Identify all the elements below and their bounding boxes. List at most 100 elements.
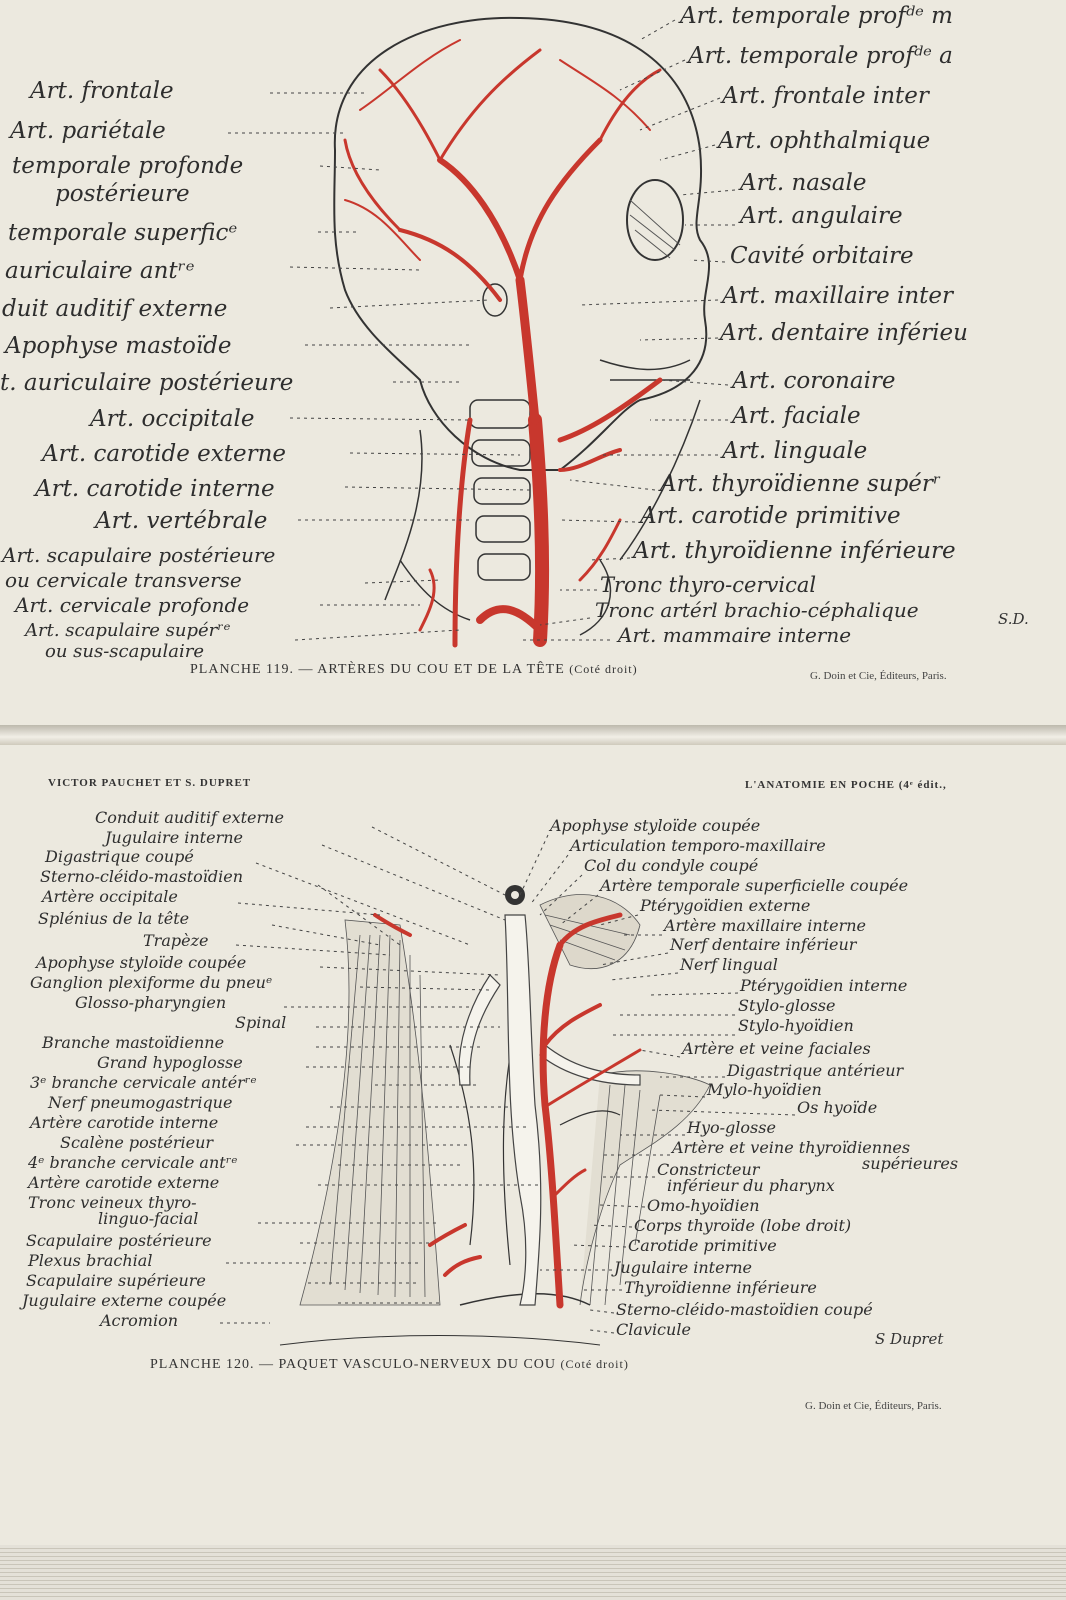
- label-artere-carotide-externe: Artère carotide externe: [28, 1173, 220, 1192]
- label-apophyse-mastoide: Apophyse mastoïde: [5, 333, 232, 359]
- label-conduit-auditif-externe: duit auditif externe: [2, 296, 228, 322]
- label-spinal: Spinal: [235, 1013, 287, 1032]
- label-pterygoidien-externe: Ptérygoïdien externe: [640, 896, 811, 915]
- label-auriculaire-posterieure: t. auriculaire postérieure: [0, 370, 294, 396]
- label-thyroidienne-inferieure: Thyroïdienne inférieure: [624, 1278, 817, 1297]
- running-header-authors: VICTOR PAUCHET ET S. DUPRET: [48, 777, 252, 789]
- label-posterieure: postérieure: [55, 181, 190, 207]
- label-art-faciale: Art. faciale: [732, 403, 861, 429]
- label-nerf-lingual: Nerf lingual: [680, 955, 778, 974]
- label-os-hyoide: Os hyoïde: [797, 1098, 878, 1117]
- label-apophyse-styloide-coupee-right: Apophyse styloïde coupée: [550, 816, 761, 835]
- label-omo-hyoidien: Omo-hyoïdien: [647, 1196, 760, 1215]
- label-acromion: Acromion: [100, 1311, 179, 1330]
- label-artere-occipitale: Artère occipitale: [42, 887, 178, 906]
- label-scalene-posterieur: Scalène postérieur: [60, 1133, 214, 1152]
- label-temporale-profonde: temporale profonde: [12, 153, 244, 179]
- label-inferieur-du-pharynx: inférieur du pharynx: [667, 1176, 835, 1195]
- label-auriculaire-anterieure: auriculaire antʳᵉ: [5, 258, 195, 284]
- label-artere-et-veine-faciales: Artère et veine faciales: [682, 1039, 871, 1058]
- label-art-occipitale: Art. occipitale: [90, 406, 255, 432]
- plate-120-page: VICTOR PAUCHET ET S. DUPRET L'ANATOMIE E…: [0, 745, 1066, 1545]
- label-sus-scapulaire: ou sus-scapulaire: [45, 641, 204, 662]
- plate-120-publisher: G. Doin et Cie, Éditeurs, Paris.: [805, 1400, 942, 1412]
- label-linguo-facial: linguo-facial: [98, 1209, 199, 1228]
- label-art-scapulaire-posterieure: Art. scapulaire postérieure: [2, 543, 276, 567]
- plate-119-page: Art. frontale Art. pariétale temporale p…: [0, 0, 1066, 725]
- label-constricteur: Constricteur: [657, 1160, 760, 1179]
- page-edges: [0, 1545, 1066, 1600]
- label-art-linguale: Art. linguale: [722, 438, 868, 464]
- label-grand-hypoglosse: Grand hypoglosse: [97, 1053, 243, 1072]
- label-artere-carotide-interne: Artère carotide interne: [30, 1113, 219, 1132]
- label-ganglion-plexiforme: Ganglion plexiforme du pneuᵉ: [30, 973, 273, 992]
- label-cervicale-transverse: ou cervicale transverse: [5, 568, 242, 592]
- running-header-title: L'ANATOMIE EN POCHE (4ᵉ édit.,: [745, 779, 947, 791]
- label-tronc-brachio-cephalique: Tronc artérl brachio-céphalique: [595, 598, 919, 622]
- label-jugulaire-interne-right: Jugulaire interne: [614, 1258, 752, 1277]
- label-art-frontale: Art. frontale: [30, 78, 174, 104]
- label-3e-branche-cervicale: 3ᵉ branche cervicale antérʳᵉ: [30, 1073, 257, 1092]
- label-stylo-hyoidien: Stylo-hyoïdien: [738, 1016, 854, 1035]
- label-sterno-cleido-mastoidien: Sterno-cléido-mastoïdien: [40, 867, 244, 886]
- label-trapeze: Trapèze: [143, 931, 209, 950]
- label-clavicule: Clavicule: [616, 1320, 691, 1339]
- label-temporale-prof-anterieure: Art. temporale profᵈᵉ a: [688, 43, 953, 69]
- label-thyroidienne-superieure: Art. thyroïdienne supérʳ: [660, 471, 941, 497]
- label-splenius-de-la-tete: Splénius de la tête: [38, 909, 190, 928]
- label-articulation-temporo-maxillaire: Articulation temporo-maxillaire: [570, 836, 826, 855]
- label-artere-et-veine-thyroidiennes: Artère et veine thyroïdiennes: [672, 1138, 911, 1157]
- plate-119-caption-side: (Coté droit): [569, 662, 638, 676]
- label-nerf-pneumogastrique: Nerf pneumogastrique: [48, 1093, 233, 1112]
- label-art-scapulaire-superieure: Art. scapulaire supérʳᵉ: [25, 620, 231, 641]
- label-4e-branche-cervicale: 4ᵉ branche cervicale antʳᵉ: [28, 1153, 238, 1172]
- label-mylo-hyoidien: Mylo-hyoïdien: [707, 1080, 822, 1099]
- label-apophyse-styloide-coupee-left: Apophyse styloïde coupée: [36, 953, 247, 972]
- label-cavite-orbitaire: Cavité orbitaire: [730, 243, 914, 269]
- plate-119-publisher: G. Doin et Cie, Éditeurs, Paris.: [810, 670, 947, 682]
- label-art-vertebrale: Art. vertébrale: [95, 508, 268, 534]
- label-conduit-auditif-externe: Conduit auditif externe: [95, 808, 284, 827]
- label-superieures: supérieures: [862, 1154, 959, 1173]
- label-glosso-pharyngien: Glosso-pharyngien: [75, 993, 227, 1012]
- head-arteries-illustration: [228, 16, 736, 648]
- label-art-carotide-interne: Art. carotide interne: [35, 476, 275, 502]
- label-art-nasale: Art. nasale: [740, 170, 867, 196]
- label-col-du-condyle-coupe: Col du condyle coupé: [584, 856, 759, 875]
- label-artere-temporale-superficielle: Artère temporale superficielle coupée: [600, 876, 909, 895]
- label-plexus-brachial: Plexus brachial: [28, 1251, 153, 1270]
- plate-119-caption-main: PLANCHE 119. — ARTÈRES DU COU ET DE LA T…: [190, 662, 565, 677]
- label-art-angulaire: Art. angulaire: [740, 203, 903, 229]
- label-art-mammaire-interne: Art. mammaire interne: [618, 623, 852, 647]
- label-frontale-interne: Art. frontale inter: [722, 83, 929, 109]
- label-stylo-glosse: Stylo-glosse: [738, 996, 836, 1015]
- neck-vasculo-nervous-illustration: [220, 826, 796, 1346]
- book-gutter: [0, 725, 1066, 745]
- label-thyroidienne-inferieure: Art. thyroïdienne inférieure: [633, 538, 956, 564]
- label-dentaire-inferieure: Art. dentaire inférieu: [720, 320, 968, 346]
- label-tronc-thyro-cervical: Tronc thyro-cervical: [600, 573, 817, 597]
- plate-120-caption-side: (Coté droit): [560, 1357, 629, 1371]
- label-tronc-veineux-thyro: Tronc veineux thyro-: [28, 1193, 197, 1212]
- plate-119-caption: PLANCHE 119. — ARTÈRES DU COU ET DE LA T…: [190, 662, 638, 678]
- label-maxillaire-interne: Art. maxillaire inter: [722, 283, 954, 309]
- label-carotide-primitive: Carotide primitive: [628, 1236, 777, 1255]
- label-art-cervicale-profonde: Art. cervicale profonde: [15, 593, 250, 617]
- label-art-parietale: Art. pariétale: [10, 118, 166, 144]
- label-sterno-cleido-mastoidien-coupe: Sterno-cléido-mastoïdien coupé: [616, 1300, 873, 1319]
- label-pterygoidien-interne: Ptérygoïdien interne: [740, 976, 908, 995]
- label-scapulaire-posterieure: Scapulaire postérieure: [26, 1231, 212, 1250]
- label-jugulaire-interne: Jugulaire interne: [105, 828, 243, 847]
- label-digastrique-anterieur: Digastrique antérieur: [727, 1061, 904, 1080]
- label-scapulaire-superieure: Scapulaire supérieure: [26, 1271, 206, 1290]
- signature-s-dupret: S Dupret: [875, 1330, 944, 1348]
- label-carotide-primitive: Art. carotide primitive: [640, 503, 901, 529]
- label-art-ophthalmique: Art. ophthalmique: [718, 128, 931, 154]
- label-hyo-glosse: Hyo-glosse: [687, 1118, 776, 1137]
- label-temporale-prof-moyenne: Art. temporale profᵈᵉ m: [680, 3, 953, 29]
- label-corps-thyroide: Corps thyroïde (lobe droit): [634, 1216, 852, 1235]
- signature-sd: S.D.: [998, 610, 1029, 628]
- plate-120-caption-main: PLANCHE 120. — PAQUET VASCULO-NERVEUX DU…: [150, 1357, 557, 1372]
- label-jugulaire-externe-coupee: Jugulaire externe coupée: [22, 1291, 227, 1310]
- label-branche-mastoidienne: Branche mastoïdienne: [42, 1033, 225, 1052]
